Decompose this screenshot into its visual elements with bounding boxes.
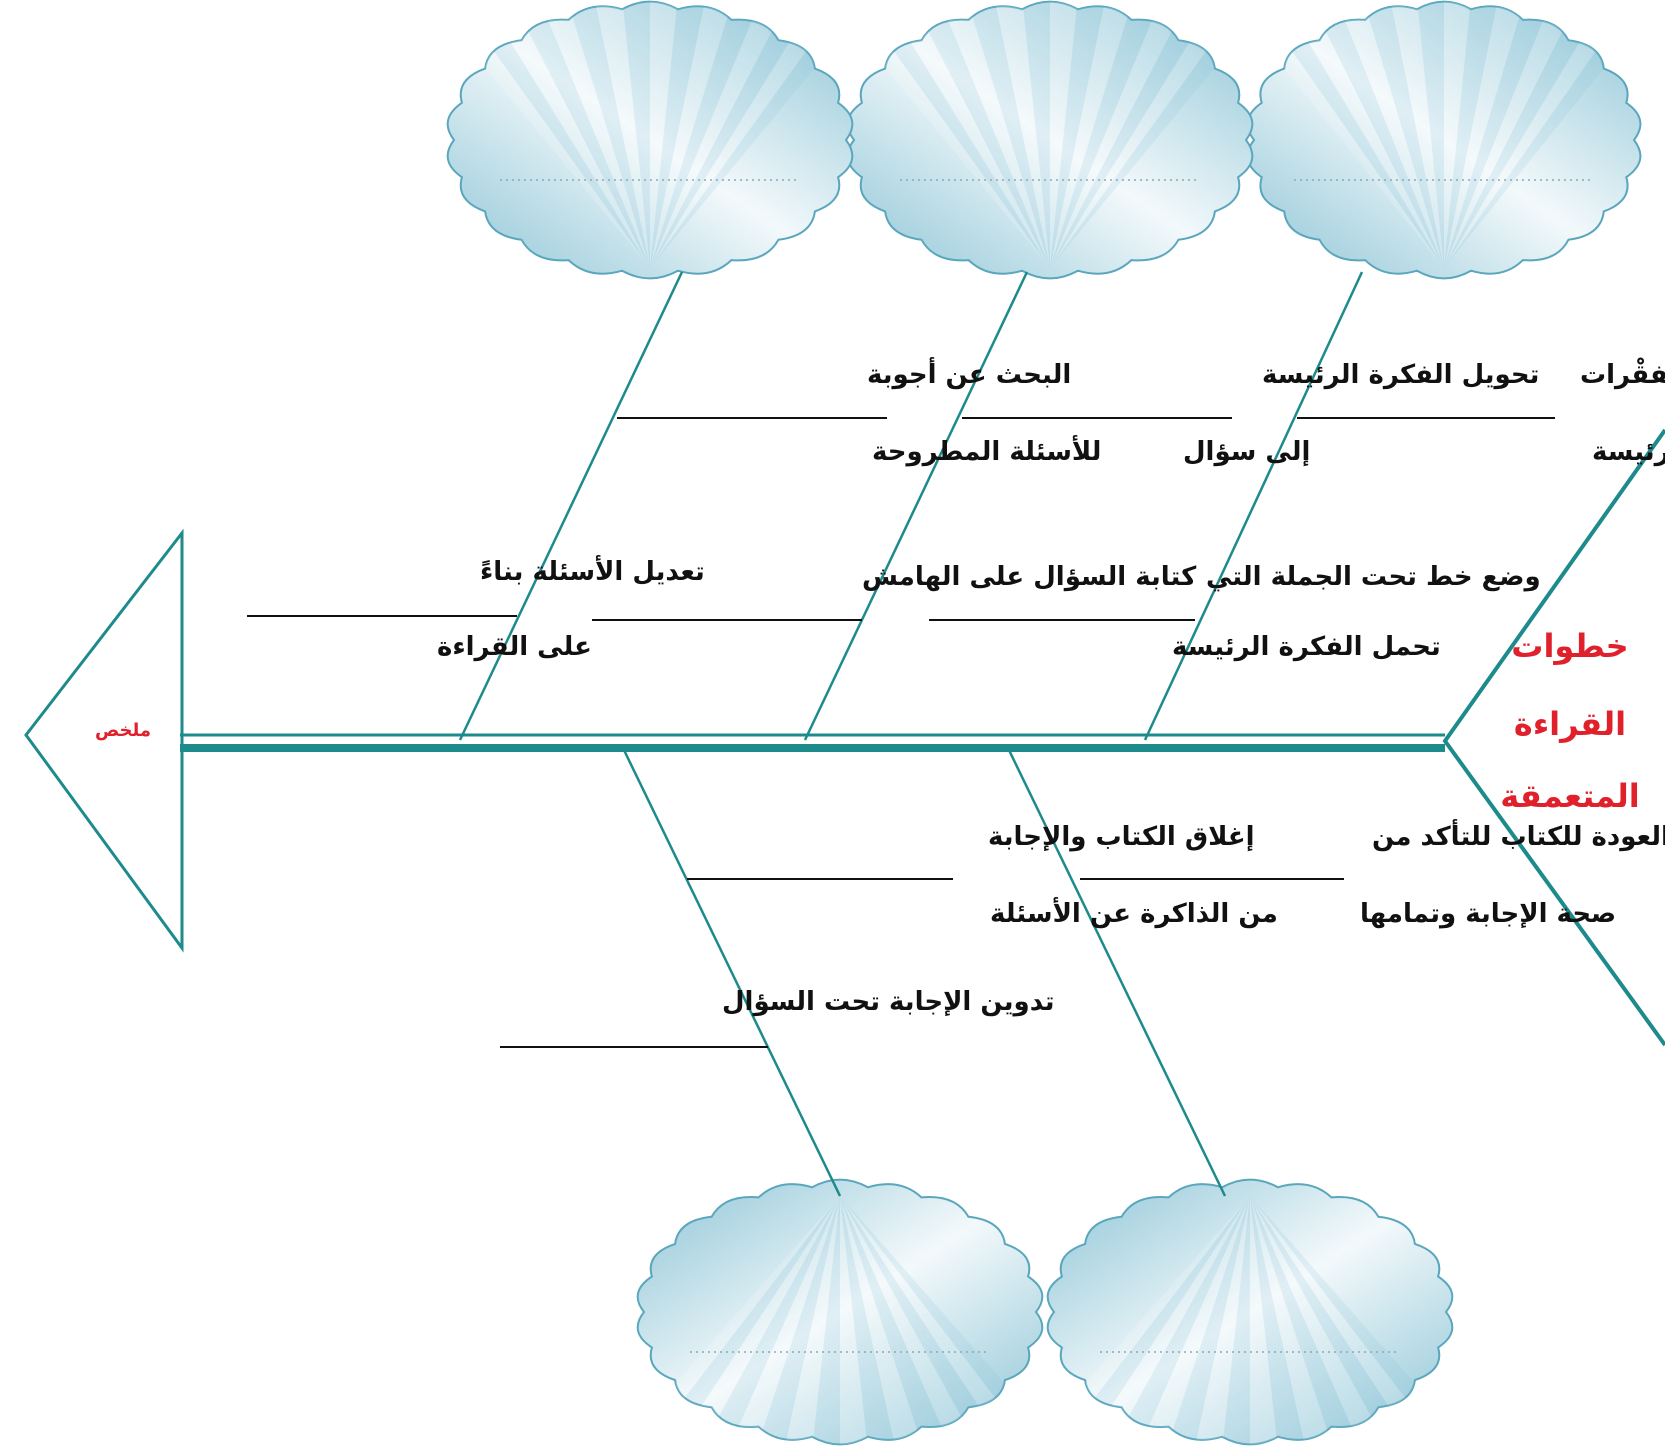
- label-top-right-sub-2: تحمل الفكرة الرئيسة: [1172, 632, 1441, 662]
- label-bottom-left-main-2: من الذاكرة عن الأسئلة: [990, 897, 1278, 929]
- bones: [458, 271, 1364, 1197]
- cloud-top-middle-rays: [847, 1, 1253, 268]
- tail-shape: ملخص: [24, 528, 184, 953]
- label-bottom-right-main-1: العودة للكتاب للتأكد من: [1372, 819, 1665, 852]
- label-bottom-left-sub-1: تدوين الإجابة تحت السؤال: [722, 987, 1055, 1017]
- label-top-left-sub-1: تعديل الأسئلة بناءً: [480, 555, 705, 587]
- head-title-line-2: القراءة: [1514, 705, 1626, 743]
- cloud-bottom-left: [636, 1178, 1044, 1446]
- label-top-middle-sub-1: كتابة السؤال على الهامش: [862, 562, 1197, 592]
- head-title-line-3: المتعمقة: [1500, 777, 1639, 815]
- cloud-bottom-right-shape: [1046, 1178, 1454, 1446]
- label-top-left-sub-2: على القراءة: [437, 632, 592, 662]
- bone-top-right: [1143, 271, 1364, 741]
- bone-bottom-left: [621, 747, 842, 1197]
- cloud-top-left-shape: [446, 0, 854, 280]
- label-top-left-main-1: البحث عن أجوبة: [867, 357, 1071, 390]
- cloud-top-right-rays: [1247, 1, 1641, 268]
- labels: قراءة مطالع الفقْرات لتحديد الفكرة الرئي…: [437, 357, 1665, 1017]
- bone-top-middle: [803, 271, 1029, 741]
- clouds-group: [446, 0, 1642, 1446]
- head-shape: خطوات القراءة المتعمقة: [1442, 428, 1665, 1047]
- label-top-middle-main-1: تحويل الفكرة الرئيسة: [1262, 360, 1539, 390]
- label-top-middle-main-2: إلى سؤال: [1183, 437, 1310, 467]
- cloud-bottom-right: [1046, 1178, 1454, 1446]
- label-top-right-sub-1: وضع خط تحت الجملة التي: [1206, 562, 1541, 592]
- spine: [180, 733, 1445, 752]
- cloud-top-right: [1246, 0, 1642, 280]
- cloud-top-middle-shape: [846, 0, 1254, 280]
- label-bottom-right-main-2: صحة الإجابة وتمامها: [1360, 899, 1616, 929]
- label-top-left-main-2: للأسئلة المطروحة: [872, 435, 1101, 467]
- cloud-top-right-shape: [1246, 0, 1642, 280]
- cloud-bottom-left-rays: [637, 1196, 1043, 1445]
- cloud-bottom-right-rays: [1047, 1196, 1453, 1445]
- cloud-top-middle: [846, 0, 1254, 280]
- label-bottom-left-main-1: إغلاق الكتاب والإجابة: [988, 822, 1255, 852]
- ribs: [247, 417, 1555, 1048]
- head-title-line-1: خطوات: [1511, 627, 1628, 665]
- label-top-right-main-1: قراءة مطالع الفقْرات: [1580, 358, 1665, 390]
- label-top-right-main-2: لتحديد الفكرة الرئيسة: [1592, 437, 1665, 467]
- bone-bottom-right: [1006, 747, 1227, 1197]
- cloud-bottom-left-shape: [636, 1178, 1044, 1446]
- bone-top-left: [458, 271, 684, 741]
- tail-label: ملخص: [95, 720, 151, 741]
- cloud-top-left: [446, 0, 854, 280]
